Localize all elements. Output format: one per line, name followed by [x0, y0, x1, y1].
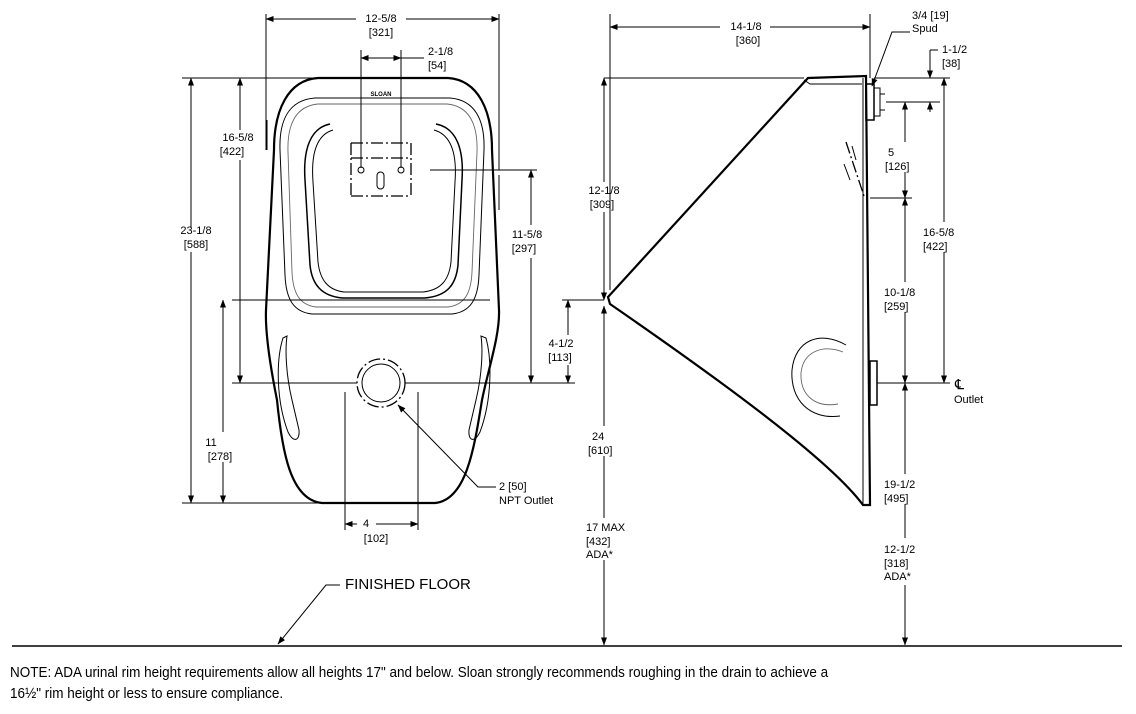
front-width-mm: [321]: [369, 27, 393, 39]
right-grip: [468, 335, 491, 440]
spud-bracket: [350, 142, 412, 197]
front-view: SLOAN: [264, 76, 501, 505]
outlet-height-in: 11: [205, 437, 216, 449]
side-outlet-bulge-inner: [800, 348, 844, 406]
spud-drop-mm: [126]: [885, 161, 909, 173]
spud-spacing-mm: [54]: [428, 60, 446, 72]
rim-height-in: 24: [592, 431, 604, 443]
outlet-width-in: 4: [363, 518, 369, 530]
lip-height-in: 12-1/8: [588, 185, 619, 197]
spud-to-outlet-in: 16-5/8: [923, 227, 954, 239]
upper-height-in: 16-5/8: [222, 132, 253, 144]
ada-note-line-1: NOTE: ADA urinal rim height requirements…: [10, 665, 829, 681]
front-outlet: [345, 358, 420, 408]
front-dimensions: 12-5/8 [321] 2-1/8 [54] 23-1/8 [588] 16-…: [180, 13, 604, 545]
spreader-lines: [843, 145, 857, 181]
ada-outlet-in: 12-1/2: [884, 544, 915, 556]
side-body-outline: [606, 74, 872, 507]
spud-callout-label: Spud: [912, 23, 938, 35]
ada-outlet-mm: [318]: [884, 558, 908, 570]
outlet-floor-in: 19-1/2: [884, 479, 915, 491]
ada-rim-mm: [432]: [586, 536, 610, 548]
outlet-height-mm: [278]: [208, 451, 232, 463]
spreader-dash: [845, 141, 865, 197]
sloan-logo: SLOAN: [371, 92, 392, 98]
side-depth-mm: [360]: [736, 35, 760, 47]
spud-offset-in: 1-1/2: [942, 44, 967, 56]
ada-outlet-note: ADA*: [884, 571, 912, 583]
upper-height-mm: [422]: [220, 146, 244, 158]
finished-floor: FINISHED FLOOR: [12, 576, 1122, 647]
lip-height-mm: [309]: [590, 199, 614, 211]
lip-to-outlet-mm: [113]: [548, 352, 572, 364]
ada-rim-in: 17 MAX: [586, 522, 626, 534]
spud-spacing-in: 2-1/8: [428, 46, 453, 58]
rim-height-mm: [610]: [588, 445, 612, 457]
npt-outlet-label: NPT Outlet: [499, 495, 553, 507]
mid-to-outlet-mm: [259]: [884, 301, 908, 313]
front-body-outline: [264, 76, 501, 505]
side-dimensions: 14-1/8 [360] 3/4 [19] Spud 1-1/2 [38] 5 …: [586, 10, 983, 646]
mid-to-outlet-in: 10-1/8: [884, 287, 915, 299]
bowl-to-outlet-mm: [297]: [512, 243, 536, 255]
overall-height-in: 23-1/8: [180, 225, 211, 237]
side-flange: [803, 79, 862, 85]
outlet-width-mm: [102]: [364, 533, 388, 545]
floor-label: FINISHED FLOOR: [345, 576, 471, 593]
side-view: [606, 74, 885, 507]
front-bowl-inner: [303, 123, 464, 299]
side-outlet-bulge: [791, 337, 847, 417]
front-width-in: 12-5/8: [365, 13, 396, 25]
front-bowl-rim: [287, 103, 478, 308]
outlet-centerline-label: Outlet: [954, 394, 983, 406]
ada-rim-note: ADA*: [586, 549, 614, 561]
npt-outlet-size: 2 [50]: [499, 481, 527, 493]
overall-height-mm: [588]: [184, 239, 208, 251]
ada-note: NOTE: ADA urinal rim height requirements…: [10, 663, 1033, 705]
spud-to-outlet-mm: [422]: [923, 241, 947, 253]
front-bowl-outer: [279, 97, 485, 315]
outlet-floor-mm: [495]: [884, 493, 908, 505]
front-bowl-inner-2: [312, 129, 456, 293]
spud-offset-mm: [38]: [942, 58, 960, 70]
spud-drop-in: 5: [888, 147, 894, 159]
side-outlet-stub: [869, 360, 878, 406]
spud-callout-size: 3/4 [19]: [912, 10, 949, 22]
side-spud: [865, 83, 885, 121]
bowl-to-outlet-in: 11-5/8: [512, 229, 542, 241]
ada-note-line-2: 16½" rim height or less to ensure compli…: [10, 686, 284, 702]
outlet-centerline-symbol: ℄: [954, 376, 964, 392]
side-depth-in: 14-1/8: [730, 21, 761, 33]
left-grip: [277, 335, 300, 440]
lip-to-outlet-in: 4-1/2: [548, 338, 573, 350]
